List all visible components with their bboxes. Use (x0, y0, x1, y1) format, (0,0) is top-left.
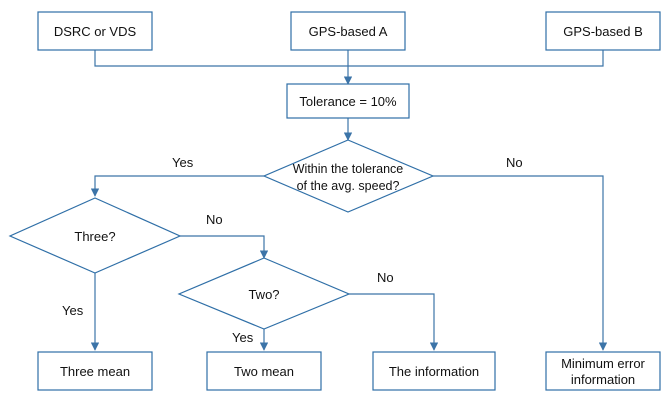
result-information-label: The information (389, 364, 479, 379)
result-min-error-line1: Minimum error (561, 356, 645, 371)
label-three-no: No (206, 212, 223, 227)
decision-two-label: Two? (248, 287, 279, 302)
edge-within-yes (90, 175, 264, 197)
result-minimum-error: Minimum error information (545, 351, 661, 391)
edge-within-no (433, 175, 608, 351)
source-gps-a: GPS-based A (290, 11, 406, 51)
source-gps-b: GPS-based B (545, 11, 661, 51)
result-two-mean: Two mean (206, 351, 322, 391)
edge-two-no (349, 293, 439, 351)
decision-within-tolerance: Within the tolerance of the avg. speed? (262, 139, 435, 213)
edge-labels: Yes No No Yes No Yes (62, 155, 523, 345)
result-two-mean-label: Two mean (234, 364, 294, 379)
source-dsrc-vds-label: DSRC or VDS (54, 24, 137, 39)
decision-three: Three? (8, 197, 182, 274)
edge-source1-merge (94, 50, 348, 67)
label-within-no: No (506, 155, 523, 170)
result-information: The information (372, 351, 496, 391)
connectors (90, 50, 608, 351)
tolerance-box: Tolerance = 10% (286, 83, 410, 119)
label-two-no: No (377, 270, 394, 285)
source-gps-b-label: GPS-based B (563, 24, 643, 39)
tolerance-label: Tolerance = 10% (299, 94, 397, 109)
label-two-yes: Yes (232, 330, 254, 345)
decision-three-label: Three? (74, 229, 115, 244)
result-three-mean: Three mean (37, 351, 153, 391)
label-within-yes: Yes (172, 155, 194, 170)
decision-within-line1: Within the tolerance (293, 162, 404, 176)
label-three-yes: Yes (62, 303, 84, 318)
result-three-mean-label: Three mean (60, 364, 130, 379)
result-min-error-line2: information (571, 372, 635, 387)
decision-two: Two? (177, 257, 351, 330)
edge-source3-merge (348, 50, 604, 67)
edge-three-no (180, 235, 269, 259)
source-gps-a-label: GPS-based A (309, 24, 388, 39)
source-dsrc-vds: DSRC or VDS (37, 11, 153, 51)
decision-within-line2: of the avg. speed? (297, 179, 400, 193)
